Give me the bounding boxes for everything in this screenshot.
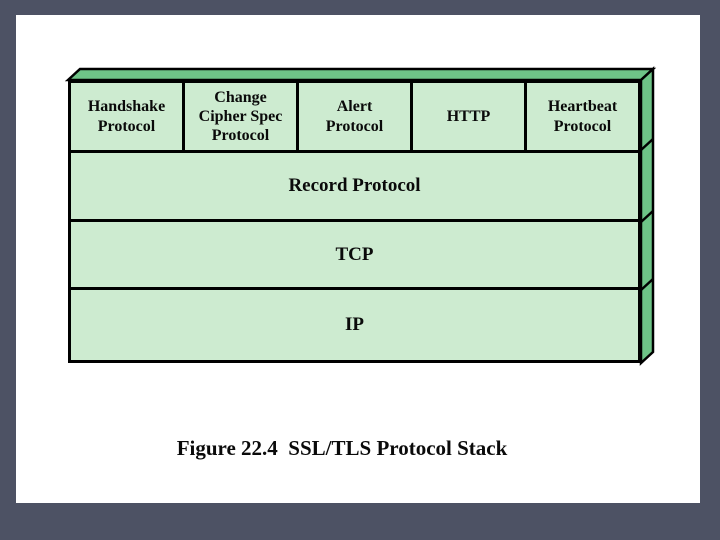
cell-label-line: Handshake <box>87 98 166 116</box>
cell-handshake-protocol: Handshake Protocol <box>71 83 185 150</box>
cell-alert-protocol: Alert Protocol <box>299 83 413 150</box>
layer-tcp: TCP <box>71 222 638 290</box>
cell-label-line: Protocol <box>97 117 156 135</box>
cell-label-line: Change <box>214 88 267 106</box>
cell-label-line: Heartbeat <box>547 98 618 116</box>
layer-label: IP <box>345 314 364 335</box>
top-protocol-row: Handshake Protocol Change Cipher Spec Pr… <box>71 83 638 153</box>
right-face-divider-1 <box>640 138 654 151</box>
layer-label: Record Protocol <box>288 175 421 196</box>
cell-label-line: HTTP <box>446 107 491 125</box>
cell-http: HTTP <box>413 83 527 150</box>
right-face-divider-3 <box>640 278 654 291</box>
layer-label: TCP <box>335 243 374 265</box>
figure-caption: Figure 22.4 SSL/TLS Protocol Stack <box>176 436 508 460</box>
cell-label-line: Alert <box>336 98 373 116</box>
cell-label-line: Protocol <box>325 117 384 135</box>
cell-label-line: Protocol <box>553 117 612 135</box>
cell-label-line: Cipher Spec <box>198 107 283 125</box>
protocol-stack-diagram: Handshake Protocol Change Cipher Spec Pr… <box>68 80 641 363</box>
right-face-divider-2 <box>640 210 654 223</box>
stack-right-face <box>639 66 655 366</box>
layer-ip: IP <box>71 290 638 360</box>
stack-top-face <box>64 67 657 82</box>
slide-page: Handshake Protocol Change Cipher Spec Pr… <box>16 15 700 503</box>
layer-record-protocol: Record Protocol <box>71 153 638 222</box>
cell-change-cipher-spec-protocol: Change Cipher Spec Protocol <box>185 83 299 150</box>
cell-heartbeat-protocol: Heartbeat Protocol <box>527 83 638 150</box>
cell-label-line: Protocol <box>211 127 270 145</box>
